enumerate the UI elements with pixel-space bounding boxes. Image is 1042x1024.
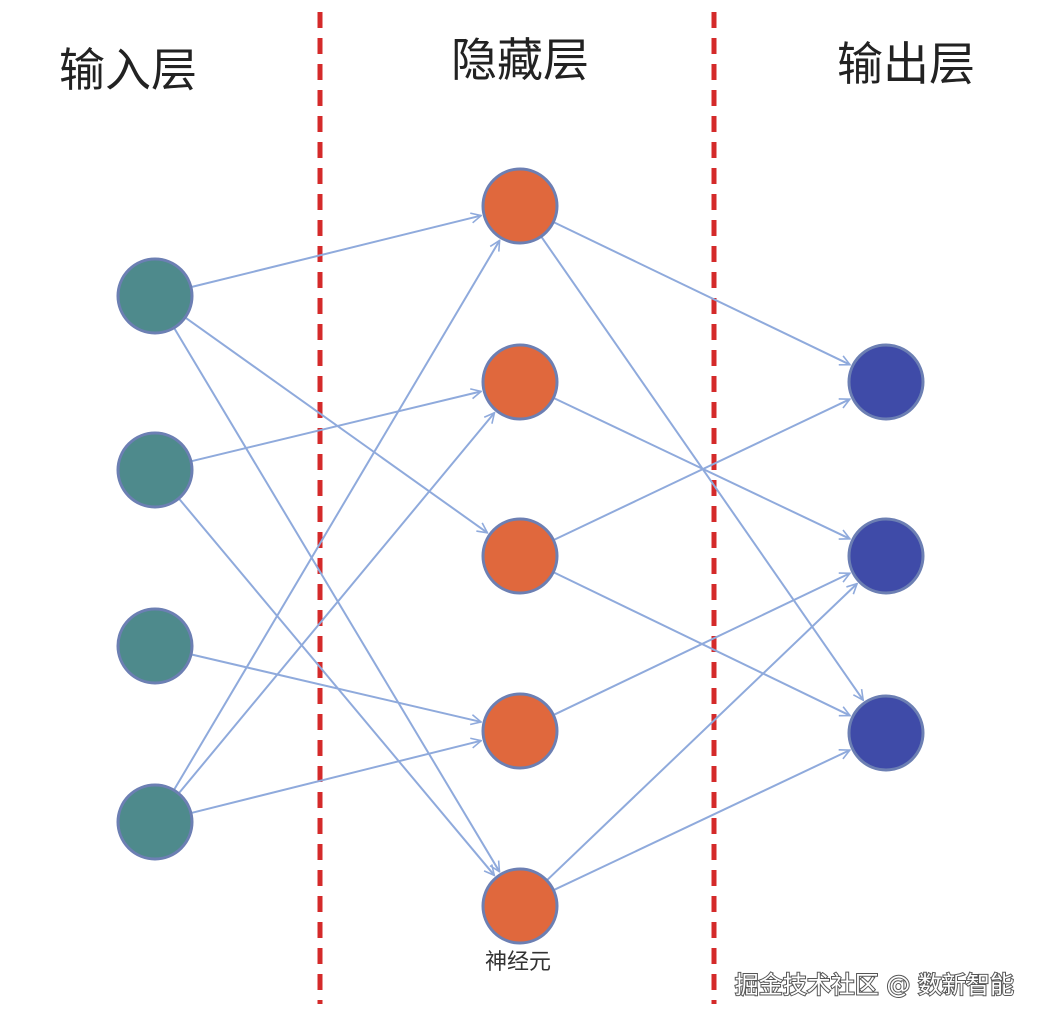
edge-input-0-hidden-4	[173, 327, 499, 872]
hidden-node-2	[481, 517, 559, 595]
edge-input-1-hidden-4	[177, 497, 495, 875]
edge-input-0-hidden-0	[190, 216, 481, 289]
output-layer-title: 输出层	[837, 37, 975, 91]
edge-hidden-0-output-0	[552, 221, 850, 365]
edge-input-3-hidden-1	[177, 413, 495, 795]
input-node-0	[116, 257, 194, 335]
hidden-node-0	[481, 167, 559, 245]
output-node-0	[847, 343, 925, 421]
output-node-1	[847, 517, 925, 595]
edge-group	[173, 216, 863, 892]
edge-hidden-1-output-1	[552, 396, 849, 539]
node-group	[116, 167, 925, 945]
edge-input-0-hidden-2	[184, 316, 487, 532]
edge-hidden-4-output-1	[546, 584, 857, 882]
output-node-2	[847, 694, 925, 772]
edge-hidden-3-output-1	[552, 573, 850, 716]
hidden-node-1	[481, 343, 559, 421]
input-node-2	[116, 607, 194, 685]
edge-input-3-hidden-3	[190, 741, 481, 815]
edge-input-2-hidden-3	[190, 653, 481, 722]
edge-input-1-hidden-1	[190, 391, 481, 463]
hidden-node-3	[481, 692, 559, 770]
edge-input-3-hidden-0	[173, 240, 500, 791]
input-node-3	[116, 783, 194, 861]
edge-hidden-4-output-2	[553, 750, 849, 892]
input-layer-title: 输入层	[59, 43, 197, 97]
watermark: 掘金技术社区 @ 数新智能	[735, 971, 1014, 999]
hidden-node-4	[481, 867, 559, 945]
edge-hidden-2-output-0	[552, 399, 849, 542]
hidden-layer-title: 隐藏层	[451, 33, 589, 87]
neuron-caption: 神经元	[485, 950, 551, 975]
input-node-1	[116, 431, 194, 509]
